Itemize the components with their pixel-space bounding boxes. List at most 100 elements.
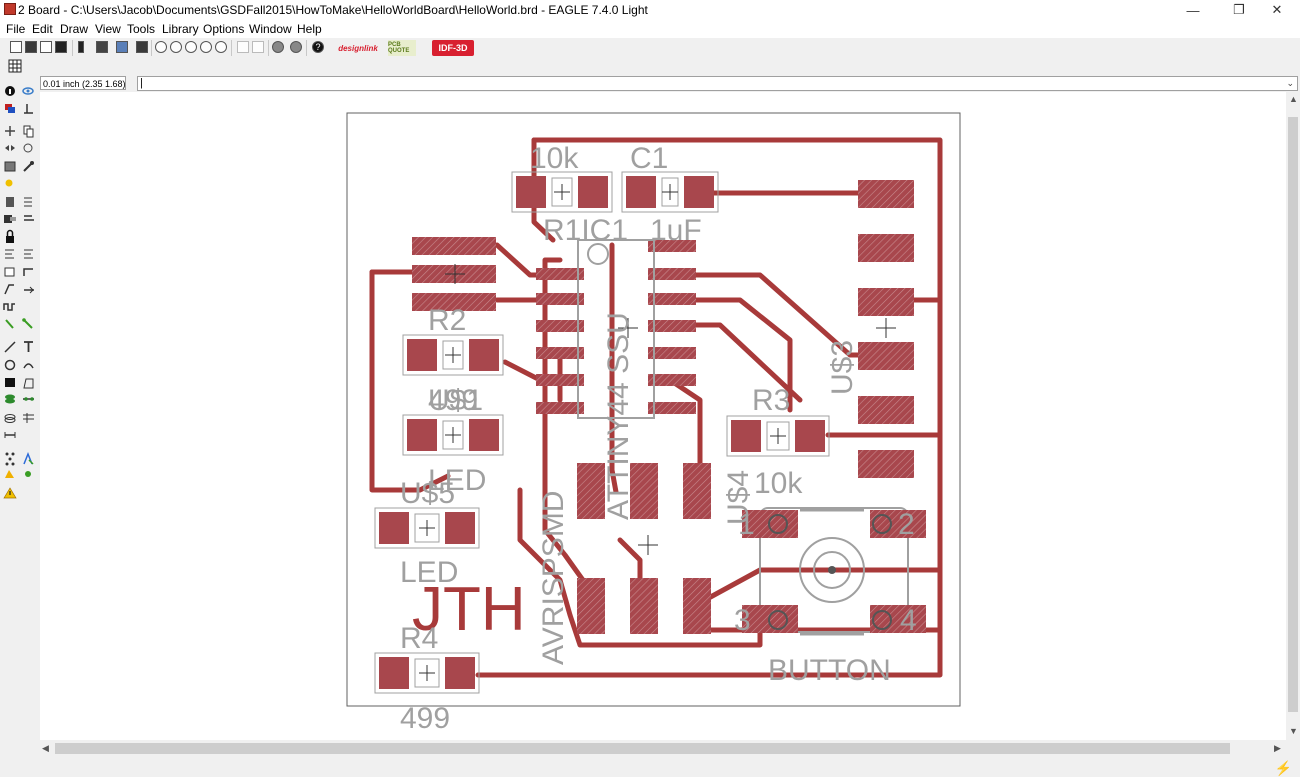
ratsnest-icon[interactable] [5, 452, 15, 466]
display-layers-icon[interactable] [5, 104, 15, 113]
zoom-out-icon[interactable] [185, 41, 197, 53]
rect-icon[interactable] [5, 378, 15, 387]
menu-help[interactable]: Help [297, 22, 322, 36]
menu-file[interactable]: File [6, 22, 26, 36]
cam-icon[interactable] [55, 41, 67, 53]
scroll-up-icon[interactable]: ▲ [1289, 94, 1298, 104]
button-pin-marker [768, 514, 788, 534]
print-icon[interactable] [40, 41, 52, 53]
menu-options[interactable]: Options [203, 22, 245, 36]
zoom-redraw-icon[interactable] [200, 41, 212, 53]
zoom-in-icon[interactable] [170, 41, 182, 53]
info-icon[interactable] [5, 86, 15, 96]
board-trace [542, 257, 593, 593]
menu-draw[interactable]: Draw [60, 22, 89, 36]
hole-icon[interactable] [4, 414, 16, 423]
board-pad [536, 293, 584, 305]
help-icon[interactable]: ? [312, 41, 324, 53]
name-icon[interactable] [24, 215, 34, 221]
menu-bar: File Edit Draw View Tools Library Option… [0, 20, 1300, 38]
polygon-icon[interactable] [23, 378, 34, 389]
zoom-select-icon[interactable] [215, 41, 227, 53]
meander-icon[interactable] [3, 303, 15, 311]
pcb-quote-button[interactable]: PCB QUOTE [388, 40, 416, 56]
dimension-icon[interactable] [4, 432, 16, 438]
ripup-all-icon[interactable] [22, 318, 33, 329]
command-line-input[interactable]: | ⌄ [137, 76, 1298, 91]
scroll-right-icon[interactable]: ▶ [1274, 743, 1281, 753]
vertical-scrollbar[interactable]: ▲ ▼ [1286, 92, 1300, 740]
smash-icon[interactable] [5, 249, 14, 259]
vertical-scroll-thumb[interactable] [1288, 117, 1298, 712]
redo-icon[interactable] [252, 41, 264, 53]
menu-view[interactable]: View [95, 22, 121, 36]
scroll-left-icon[interactable]: ◀ [42, 743, 49, 753]
arc-icon[interactable] [23, 363, 34, 369]
auto-icon[interactable] [23, 451, 34, 465]
menu-edit[interactable]: Edit [32, 22, 53, 36]
lock-icon[interactable] [6, 229, 14, 244]
board-pad [577, 578, 605, 634]
route-icon[interactable] [24, 286, 34, 294]
go-icon[interactable] [290, 41, 302, 53]
undo-icon[interactable] [237, 41, 249, 53]
close-button[interactable]: ✕ [1271, 2, 1283, 17]
warning-icon[interactable] [3, 487, 17, 499]
replace-icon[interactable] [4, 215, 16, 223]
text-cursor: | [140, 77, 143, 89]
split-icon[interactable] [4, 267, 15, 277]
horizontal-scrollbar[interactable]: ◀ ▶ [40, 740, 1286, 757]
board-label-r3-name: R3 [752, 384, 790, 417]
group-icon[interactable] [4, 161, 16, 172]
circle-icon[interactable] [4, 359, 16, 371]
board-pad [536, 320, 584, 332]
mark-icon[interactable] [24, 104, 33, 114]
miter-icon[interactable] [23, 268, 33, 276]
part-silkscreen [374, 507, 480, 549]
part-pad [626, 176, 656, 208]
board-pad [630, 463, 658, 519]
delete-icon[interactable] [6, 197, 14, 207]
mirror-icon[interactable] [5, 145, 15, 151]
scroll-down-icon[interactable]: ▼ [1289, 726, 1298, 736]
script-icon[interactable] [78, 41, 84, 53]
minimize-button[interactable]: — [1186, 2, 1200, 18]
horizontal-scroll-thumb[interactable] [55, 743, 1230, 754]
designlink-button[interactable]: designlink [338, 43, 378, 53]
open-icon[interactable] [10, 41, 22, 53]
paste-icon[interactable] [5, 179, 13, 187]
move-icon[interactable] [5, 126, 15, 136]
board-icon[interactable] [116, 41, 128, 53]
signal-icon[interactable] [23, 397, 34, 401]
chevron-down-icon[interactable]: ⌄ [1286, 78, 1294, 88]
save-icon[interactable] [25, 41, 37, 53]
idf-3d-button[interactable]: IDF-3D [432, 40, 474, 56]
attribute-icon[interactable] [23, 413, 34, 423]
optimize-icon[interactable] [4, 284, 14, 295]
zoom-fit-icon[interactable] [155, 41, 167, 53]
rotate-icon[interactable] [23, 143, 33, 153]
restore-button[interactable]: ❐ [1233, 2, 1245, 17]
copy-icon[interactable] [23, 125, 34, 138]
menu-library[interactable]: Library [162, 22, 199, 36]
add-icon[interactable] [24, 197, 32, 207]
menu-window[interactable]: Window [249, 22, 292, 36]
ripup-icon[interactable] [5, 319, 14, 329]
ulp-icon[interactable] [96, 41, 108, 53]
drc-icon[interactable] [136, 41, 148, 53]
board-label-c1-name: C1 [630, 142, 668, 175]
erc-icon[interactable] [25, 471, 31, 477]
grid-icon[interactable] [8, 59, 22, 73]
board-pad [858, 396, 914, 424]
menu-tools[interactable]: Tools [127, 22, 156, 36]
board-pad [648, 293, 696, 305]
show-icon[interactable] [22, 87, 34, 95]
errors-icon[interactable] [5, 470, 14, 478]
stop-icon[interactable] [272, 41, 284, 53]
value-icon[interactable] [24, 249, 33, 259]
via-icon[interactable] [5, 394, 15, 404]
change-icon[interactable] [23, 161, 34, 172]
wire-icon[interactable] [4, 341, 16, 353]
text-icon[interactable] [24, 341, 33, 352]
